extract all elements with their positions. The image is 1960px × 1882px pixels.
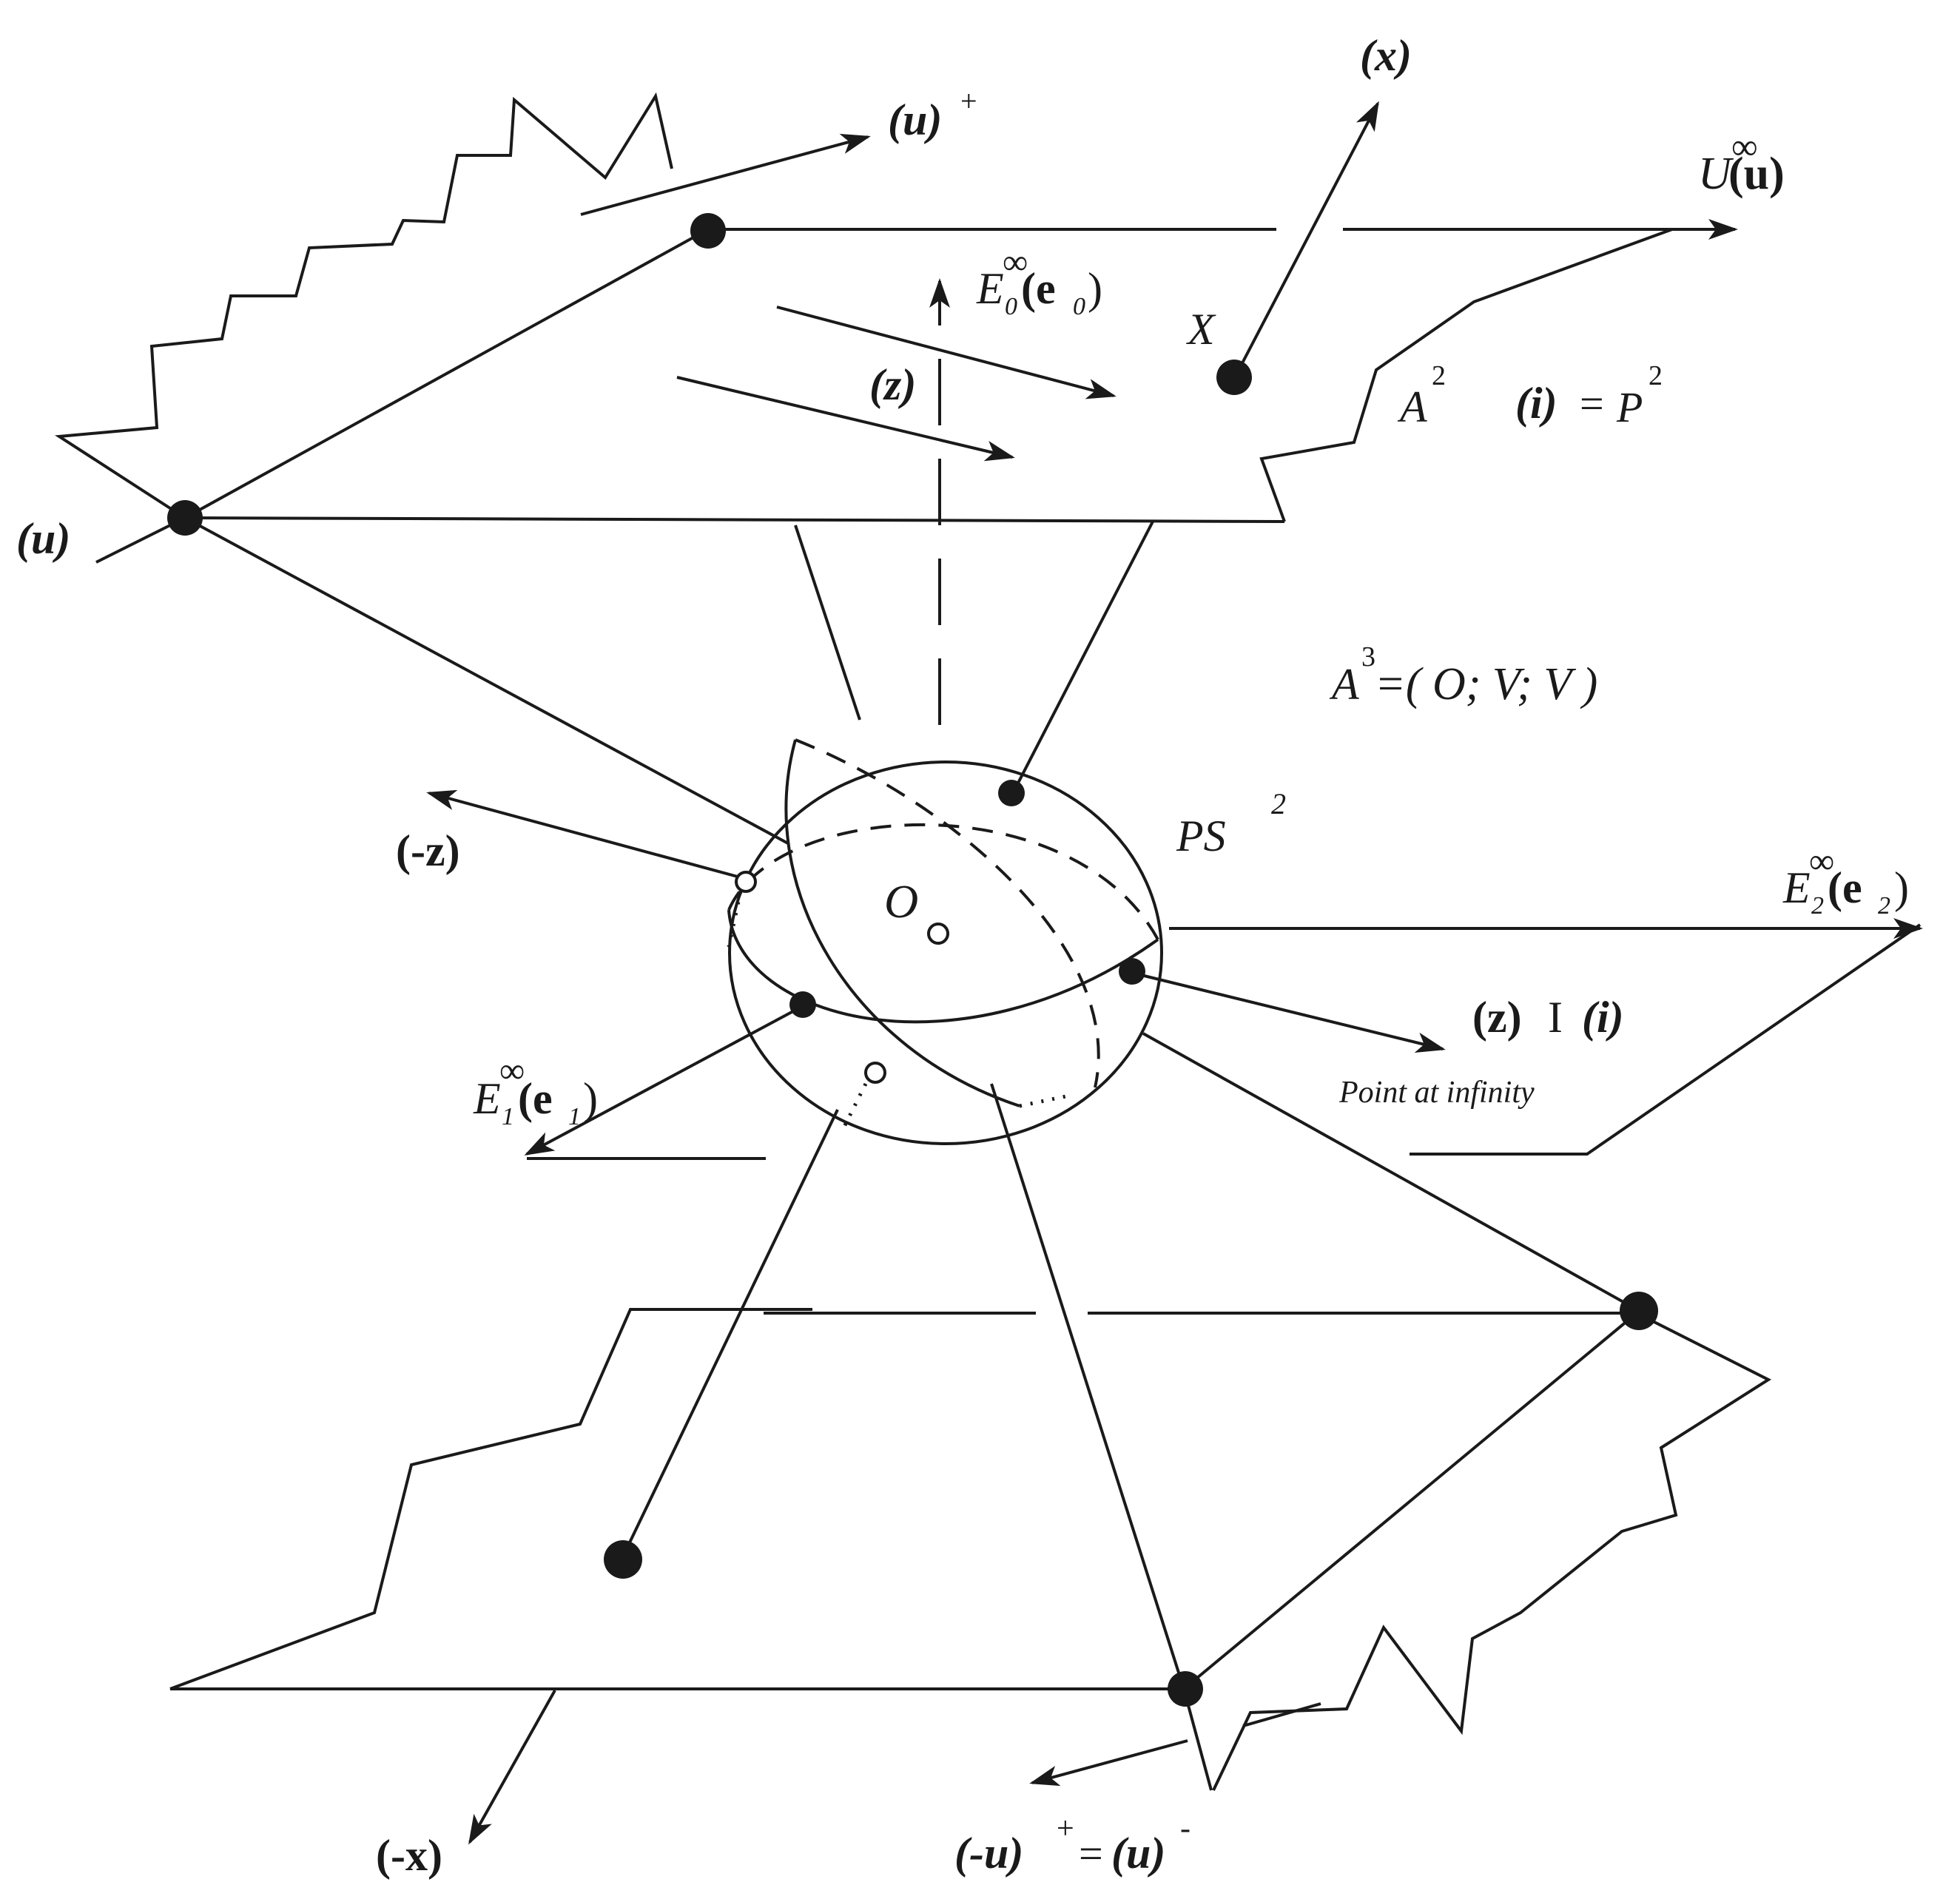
upper-plane-jagged-left-edge [55,92,673,519]
label-E0-arg-close: ) [1088,264,1102,313]
point-center-O [927,923,949,945]
label-E2-letter: E [1782,863,1811,912]
sphere-meridian-back [795,738,1100,1088]
sphere-outline [728,760,1163,1145]
label-A2-letter: A [1397,382,1427,431]
point-neg-z-open [735,871,757,893]
upper-support-line-left [794,525,861,721]
label-U-letter: U [1698,149,1734,199]
lower-plane-jagged-right-edge [1212,1312,1772,1791]
sphere-equator-front [727,909,1159,1024]
label-A3-sup: 3 [1361,641,1375,672]
label-E2-arg-sub: 2 [1878,892,1890,920]
label-zi-z: (z) [1472,993,1522,1042]
label-P2-sup: 2 [1649,360,1663,391]
neg-x-arrow [468,1690,556,1845]
z-arrow-lower [676,376,1015,462]
sphere-to-lower-left-point [620,1109,839,1560]
label-U-arg: (u) [1728,149,1785,199]
label-E0-arg: (e [1021,264,1056,313]
label-E2-sub: 2 [1811,892,1824,920]
label-E1-arg-sub: 1 [568,1103,581,1130]
label-E1-sup: ∞ [499,1051,525,1090]
label-neg-x: (-x) [376,1831,442,1880]
x-direction-arrow [1234,101,1379,377]
label-E2-arg-close: ) [1894,863,1909,912]
point-bottom-open [864,1062,886,1084]
label-neg-z: (-z) [396,826,460,875]
label-neg-u-sup: + [1057,1812,1074,1846]
label-bottom-eq: = [1079,1829,1103,1878]
label-A2-sup: 2 [1432,360,1446,391]
label-PS2-sup: 2 [1271,787,1286,820]
neg-u-plus-arrow-b [1029,1739,1188,1787]
label-E0-arg-sub: 0 [1073,293,1085,320]
u-to-sphere-line [184,516,789,845]
label-E1-arg-close: ) [583,1074,598,1123]
label-A3-letter: A [1329,660,1359,709]
label-u-plus-sup: + [960,84,977,118]
e1-arrow [524,1005,804,1156]
label-E2-sup: ∞ [1809,842,1834,881]
label-zi-mid: I [1548,993,1563,1042]
u-plus-arrow [580,133,871,216]
label-u-plus: (u) [888,95,942,144]
dotted-connector-bottom-right [1019,1093,1074,1108]
label-u-minus: (u) [1111,1829,1165,1878]
sphere-meridian-front [784,739,1020,1107]
upper-plane-diagonal-edge [184,228,709,519]
point-sphere-left [789,991,816,1018]
label-zi-i: (i) [1582,993,1624,1042]
label-u-minus-sup: - [1180,1812,1191,1846]
label-PS2-letters: PS [1176,812,1226,860]
label-i: (i) [1515,379,1557,428]
label-E0-sup: ∞ [1003,243,1028,282]
lower-plane-diagonal-edge [1182,1312,1638,1690]
z-arrow-upper [776,306,1117,399]
label-neg-u: (-u) [954,1829,1023,1878]
point-lower-near [1168,1671,1203,1707]
neg-u-plus-arrow-a [1242,1702,1321,1727]
label-A3-rest: =( O; V; V ) [1375,659,1597,709]
upper-plane-jagged-right-edge [1259,228,1673,522]
z-i-arrow [1131,971,1446,1053]
label-U-sup: ∞ [1731,126,1758,167]
label-E2-arg: (e [1828,863,1862,912]
label-point-at-infinity: Point at infinity [1338,1076,1535,1110]
label-u: (u) [16,514,70,563]
point-sphere-top [998,780,1025,806]
label-i-eq: = [1580,380,1604,428]
point-lower-left [604,1540,642,1579]
point-u-plus [690,213,726,249]
point-sphere-right [1119,958,1145,985]
point-x [1216,360,1252,395]
label-E1-letter: E [473,1074,501,1123]
label-E0-letter: E [976,264,1004,313]
label-x: (x) [1360,31,1412,80]
point-u [167,500,203,536]
sphere-equator-back [727,823,1159,940]
lower-plane-jagged-left-edge [169,1308,812,1690]
point-lower-right [1620,1292,1658,1330]
point-at-infinity-bracket [1410,923,1922,1156]
neg-z-arrow [426,789,747,880]
label-P2-letter: P [1616,383,1643,431]
long-line-to-lower-point [990,1083,1185,1690]
label-E0-sub: 0 [1005,293,1017,320]
upper-support-line-right [1012,521,1154,792]
label-E1-arg: (e [518,1074,553,1123]
label-E1-sub: 1 [502,1103,514,1130]
label-X: X [1186,305,1216,354]
upper-plane-near-edge [184,516,1285,523]
sphere-to-lower-right-line [1142,1032,1637,1311]
label-z: (z) [869,360,916,409]
label-O: O [884,875,918,928]
